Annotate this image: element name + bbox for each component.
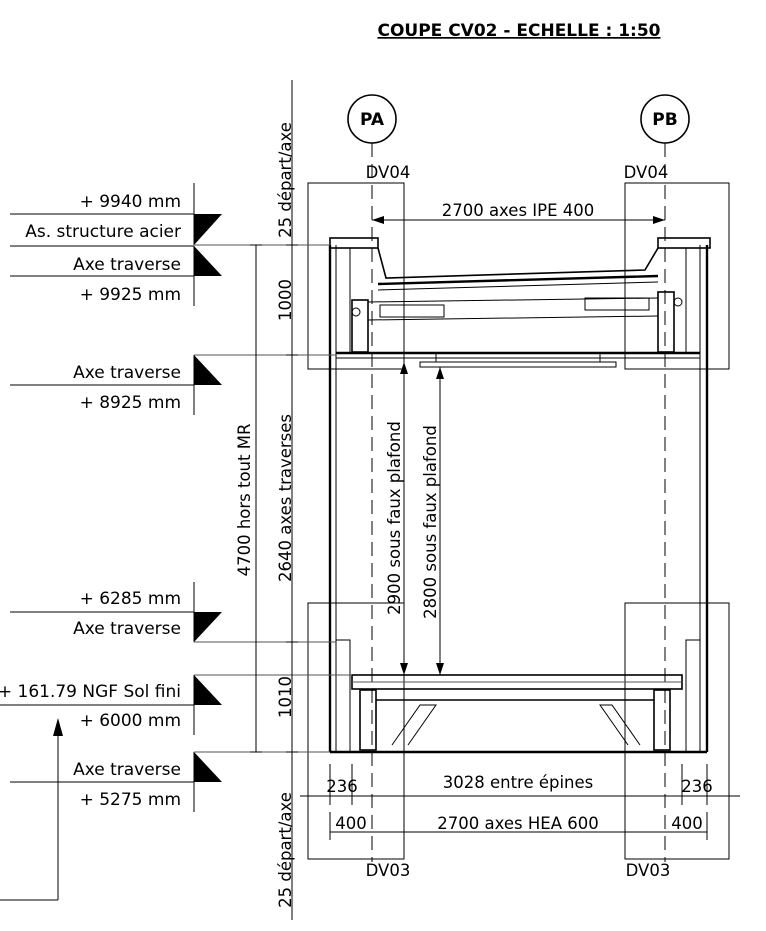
grid-label-pb: PB: [652, 110, 677, 130]
dim-overall-height: 4700 hors tout MR: [235, 424, 254, 577]
level-5-line1: + 161.79 NGF Sol fini: [0, 682, 181, 702]
dim-axes-height: 2640 axes traverses: [276, 414, 295, 582]
level-6-line2: + 5275 mm: [80, 790, 181, 810]
level-6-line1: Axe traverse: [73, 760, 181, 780]
dim-lower-height: 1010: [276, 676, 295, 718]
level-2-line2: + 9925 mm: [80, 285, 181, 305]
horizontal-dimensions: 2700 axes IPE 400 236 3028 entre épines …: [300, 201, 740, 840]
dim-between-spines: 3028 entre épines: [443, 773, 594, 792]
level-1-line2: As. structure acier: [25, 222, 181, 242]
dim-upper-height: 1000: [276, 279, 295, 321]
dim-right-spine: 236: [681, 777, 713, 796]
dim-right-bottom: 400: [671, 814, 703, 833]
dim-left-bottom: 400: [335, 814, 367, 833]
drawing-title: COUPE CV02 - ECHELLE : 1:50: [377, 21, 660, 41]
dim-ceiling-2: 2800 sous faux plafond: [421, 425, 440, 619]
level-4-line2: Axe traverse: [73, 619, 181, 639]
dim-top-axes: 2700 axes IPE 400: [442, 201, 595, 220]
dim-bottom-offset: 25 départ/axe: [276, 792, 295, 908]
dim-top-offset: 25 départ/axe: [276, 122, 295, 238]
ref-bottom-right: DV03: [626, 861, 671, 880]
dim-left-spine: 236: [326, 777, 358, 796]
dim-bottom-axes: 2700 axes HEA 600: [437, 814, 598, 833]
ref-top-left: DV04: [366, 163, 411, 182]
level-markers: + 9940 mm As. structure acier Axe traver…: [0, 183, 352, 901]
vertical-dimensions: 4700 hors tout MR 25 départ/axe 1000 264…: [235, 80, 444, 920]
structure: [328, 237, 711, 754]
ref-top-right: DV04: [624, 163, 669, 182]
level-2-line1: Axe traverse: [73, 255, 181, 275]
level-3-line1: Axe traverse: [73, 363, 181, 383]
level-4-line1: + 6285 mm: [80, 589, 181, 609]
grid-bubble-pb: PB: [640, 94, 690, 144]
dim-ceiling-1: 2900 sous faux plafond: [385, 421, 404, 615]
detail-frames: [307, 182, 730, 860]
level-1-line1: + 9940 mm: [80, 192, 181, 212]
level-5-line2: + 6000 mm: [80, 711, 181, 731]
grid-label-pa: PA: [360, 110, 385, 130]
ref-bottom-left: DV03: [366, 861, 411, 880]
level-3-line2: + 8925 mm: [80, 393, 181, 413]
grid-bubble-pa: PA: [347, 94, 397, 144]
